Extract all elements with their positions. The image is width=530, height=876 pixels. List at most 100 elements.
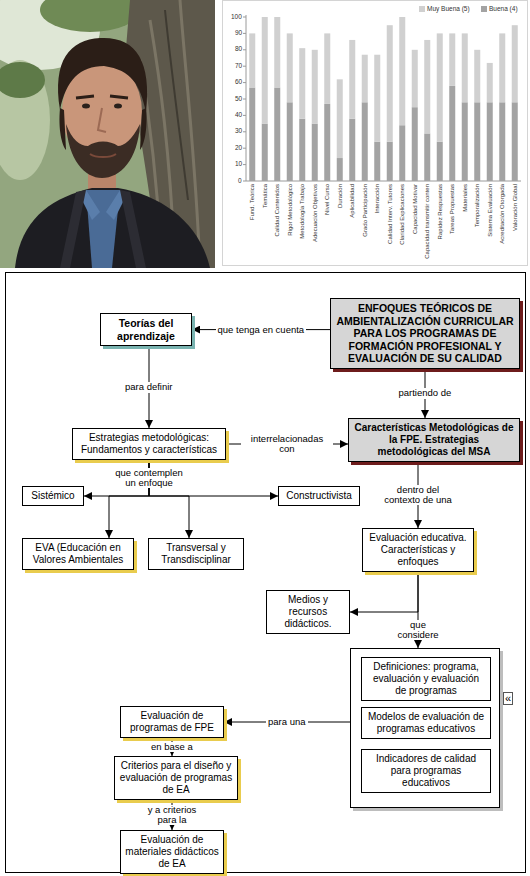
concept-box: Estrategias metodológicas: Fundamentos y…	[72, 428, 226, 460]
bar-segment	[449, 33, 455, 85]
bar-segment	[287, 33, 293, 102]
concept-box: Constructivista	[278, 486, 360, 506]
connector-label: que contemplen un enfoque	[108, 468, 190, 489]
category-label: Tareas Propuestas	[449, 184, 455, 234]
y-axis	[246, 15, 247, 181]
category-label: Capacidad transmitir conten	[424, 184, 430, 259]
category-label: Calidad Interv. Tutores	[387, 184, 393, 244]
bar-segment	[399, 125, 405, 181]
bar-segment	[512, 25, 518, 102]
concept-box: Criterios para el diseño y evaluación de…	[114, 756, 238, 800]
legend-text: Buena (4)	[489, 6, 518, 13]
bar-segment	[412, 107, 418, 181]
category-label: Valoración Global	[512, 184, 518, 231]
bar-segment	[487, 102, 493, 181]
axis-tick	[243, 115, 246, 116]
axis-value: 40	[235, 112, 242, 119]
bar-segment	[512, 102, 518, 181]
node-text: Características Metodológicas de la FPE.…	[353, 422, 515, 458]
category-label: Acreditación Otorgada	[499, 184, 505, 244]
connector-label: en base a	[149, 742, 195, 752]
category-label: Sistema Evaluación	[486, 184, 492, 237]
bar-segment	[274, 17, 280, 88]
bar-chart: 1009080706050403020100Fund. TeóricaTemát…	[222, 0, 528, 266]
axis-value: 0	[238, 178, 242, 185]
node-text: ENFOQUES TEÓRICOS DE AMBIENTALIZACIÓN CU…	[335, 302, 515, 365]
axis-value: 50	[235, 96, 242, 103]
axis-value: 60	[235, 79, 242, 86]
bar-segment	[437, 33, 443, 141]
bar-segment	[374, 142, 380, 181]
bar-segment	[262, 124, 268, 181]
node-text: Modelos de evaluación de programas educa…	[366, 711, 486, 735]
bar-segment	[299, 119, 305, 181]
concept-box: Indicadores de calidad para programas ed…	[361, 749, 491, 793]
connector	[350, 572, 418, 612]
bar-segment	[437, 142, 443, 181]
category-label: Calidad Contenidos	[275, 184, 281, 236]
category-label: Temática	[262, 184, 268, 208]
node-text: Definiciones: programa, evaluación y eva…	[366, 661, 486, 697]
axis-tick	[243, 66, 246, 67]
bar-segment	[474, 50, 480, 102]
node-text: Estrategias metodológicas: Fundamentos y…	[77, 432, 221, 456]
connector-label: que considere	[391, 620, 445, 641]
bar-segment	[299, 48, 305, 119]
category-label: Interacción	[375, 184, 381, 213]
concept-box: Evaluación de materiales didácticos de E…	[120, 830, 224, 874]
bar-segment	[337, 79, 343, 158]
axis-tick	[243, 164, 246, 165]
axis-tick	[243, 33, 246, 34]
bar-segment	[349, 119, 355, 181]
bar-segment	[274, 88, 280, 181]
connector-label: interrelacionadas con	[241, 434, 333, 455]
bar-segment	[262, 17, 268, 124]
connector-label: que tenga en cuenta	[216, 325, 307, 335]
bar-segment	[462, 102, 468, 181]
node-text: Constructivista	[283, 490, 355, 502]
chart-plot	[223, 1, 529, 267]
bar-segment	[374, 55, 380, 142]
node-text: Transversal y Transdisciplinar	[153, 542, 239, 566]
node-text: Criterios para el diseño y evaluación de…	[119, 760, 233, 796]
category-label: Adecuación Objetivos	[312, 184, 318, 242]
category-label: Duración	[337, 184, 343, 208]
legend-swatch	[481, 6, 487, 12]
node-text: Sistémico	[27, 490, 79, 502]
bar-segment	[362, 55, 368, 103]
category-label: Materiales	[461, 184, 467, 212]
category-label: Rapidez Respuestas	[437, 184, 443, 239]
bar-segment	[312, 50, 318, 124]
category-label: Aplicabilidad	[349, 184, 355, 218]
bar-segment	[362, 102, 368, 181]
bar-segment	[349, 40, 355, 119]
bar-segment	[399, 17, 405, 125]
group-box: Definiciones: programa, evaluación y eva…	[350, 648, 500, 808]
axis-value: 100	[231, 14, 242, 21]
bar-segment	[337, 158, 343, 181]
axis-value: 10	[235, 161, 242, 168]
node-text: Indicadores de calidad para programas ed…	[366, 753, 486, 789]
connector-label: partiendo de	[397, 388, 454, 398]
node-text: Evaluación de programas de FPE	[125, 710, 219, 734]
axis-tick	[243, 49, 246, 50]
bar-segment	[449, 86, 455, 181]
bar-segment	[499, 33, 505, 102]
axis-value: 30	[235, 128, 242, 135]
axis-tick	[243, 148, 246, 149]
node-text: Medios y recursos didácticos.	[271, 594, 345, 630]
bar-segment	[462, 33, 468, 102]
axis-value: 70	[235, 63, 242, 70]
node-text: Teorías del aprendizaje	[105, 317, 187, 342]
portrait-photo	[0, 0, 215, 268]
category-label: Nivel Curso	[324, 184, 330, 215]
concept-box: Evaluación educativa. Características y …	[362, 528, 474, 572]
concept-box: Sistémico	[22, 486, 84, 506]
category-label: Temporalización	[475, 184, 481, 227]
concept-box: Definiciones: programa, evaluación y eva…	[361, 657, 491, 701]
bar-segment	[487, 63, 493, 102]
concept-box: Modelos de evaluación de programas educa…	[361, 707, 491, 739]
category-label: Metodología Trabajo	[299, 184, 305, 239]
bar-segment	[474, 102, 480, 181]
